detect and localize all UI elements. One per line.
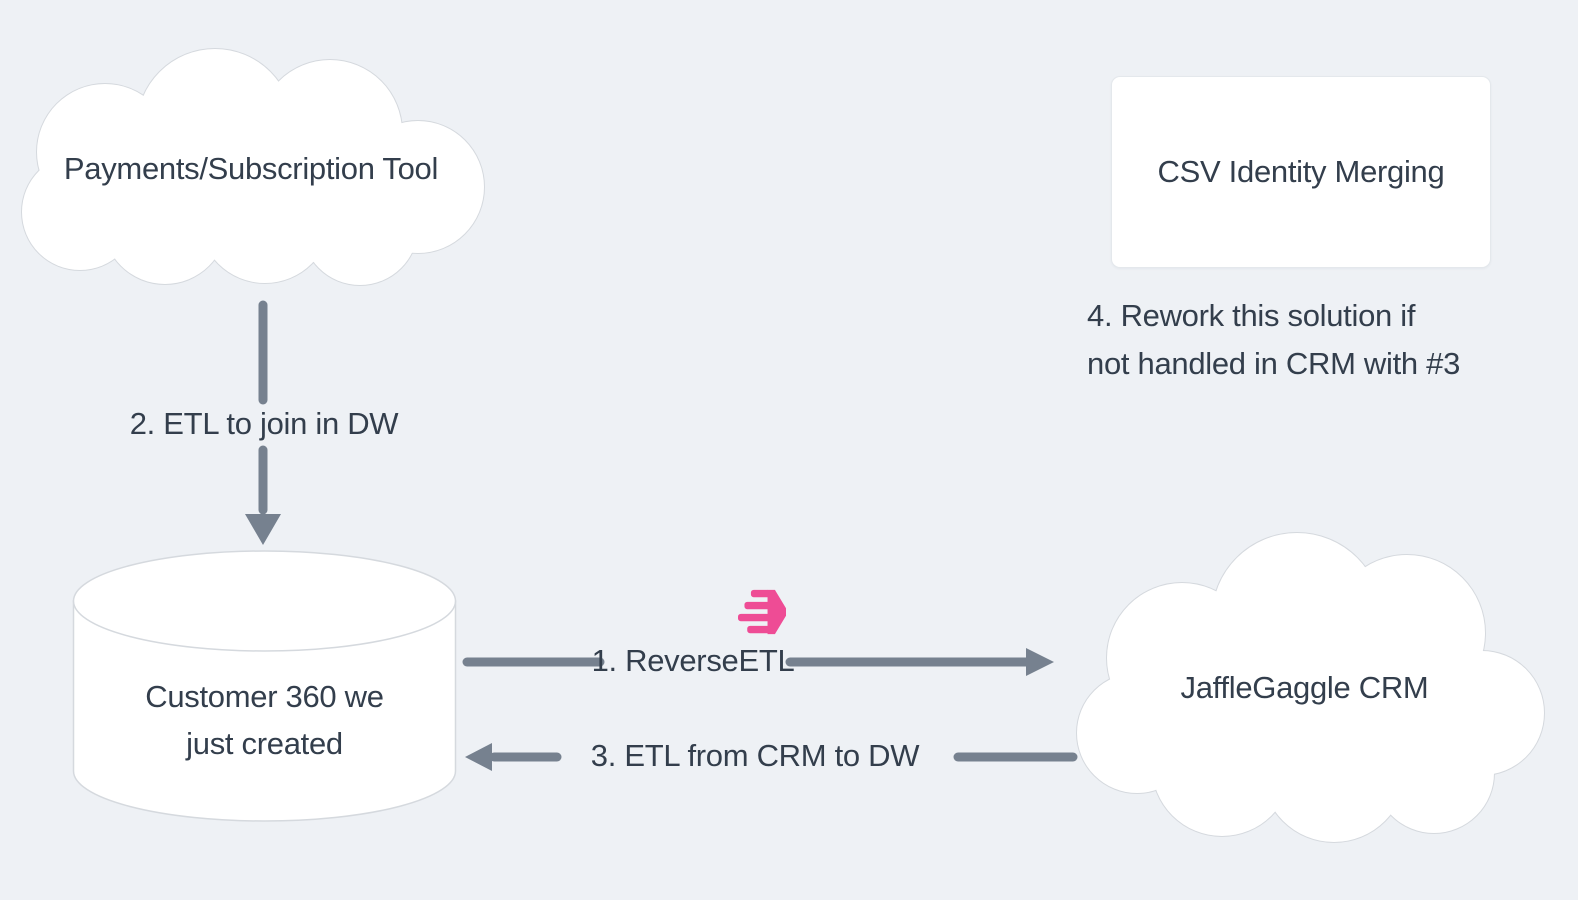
arrowhead-left-icon [465, 743, 492, 771]
rework-annotation: 4. Rework this solution if not handled i… [1087, 292, 1547, 388]
arrow-reverse-etl [462, 648, 1054, 676]
reverse-etl-label: 1. ReverseETL [591, 643, 795, 678]
node-customer-360-database: Customer 360 we just created [72, 549, 457, 824]
etl-join-dw-label: 2. ETL to join in DW [129, 406, 399, 441]
csv-box-label: CSV Identity Merging [1157, 154, 1445, 189]
rework-annotation-line2: not handled in CRM with #3 [1087, 346, 1461, 381]
warehouse-db-label-line2: just created [186, 726, 343, 761]
node-payments-subscription-cloud: Payments/Subscription Tool [10, 47, 492, 290]
arrowhead-right-icon [1026, 648, 1054, 676]
etl-from-crm-label: 3. ETL from CRM to DW [590, 738, 920, 773]
warehouse-db-label-line1: Customer 360 we [145, 679, 384, 714]
hightouch-logo-icon [738, 589, 786, 635]
payments-cloud-label: Payments/Subscription Tool [63, 150, 439, 186]
node-jafflegaggle-crm-cloud: JaffleGaggle CRM [1062, 518, 1547, 858]
warehouse-db-label: Customer 360 we just created [72, 673, 457, 767]
arrow-etl-to-join-dw [245, 300, 281, 545]
node-csv-identity-merging: CSV Identity Merging [1111, 76, 1491, 268]
crm-cloud-label: JaffleGaggle CRM [1180, 670, 1429, 705]
rework-annotation-line1: 4. Rework this solution if [1087, 298, 1416, 333]
arrowhead-down-icon [245, 514, 281, 545]
database-cylinder-shape [72, 550, 457, 822]
arrow-etl-from-crm [465, 743, 1078, 771]
